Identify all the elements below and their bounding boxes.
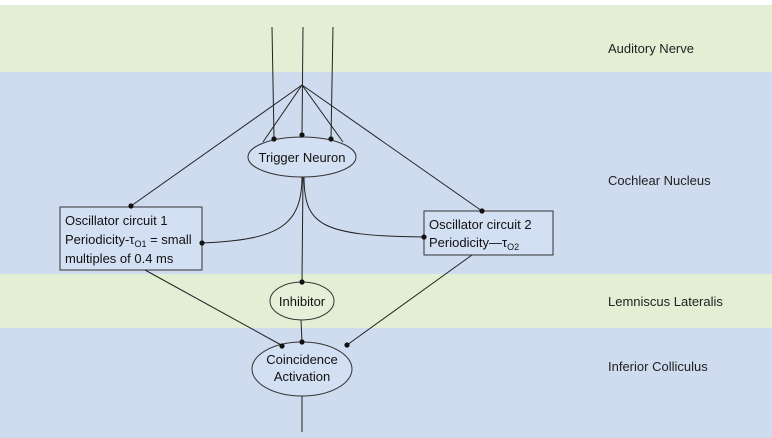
synapse-dot-inhibitor-top	[299, 279, 305, 285]
osc2-line2-sub: O2	[507, 242, 519, 252]
osc2-line1: Oscillator circuit 2	[429, 217, 532, 232]
oscillator-circuit-2-node	[423, 210, 554, 256]
coincidence-line1: Coincidence	[266, 352, 338, 367]
osc1-line2-sub: O1	[134, 239, 146, 249]
osc2-line2-prefix: Periodicity—τ	[429, 235, 508, 250]
band-label-inferior-colliculus: Inferior Colliculus	[608, 359, 708, 374]
band-inferior-colliculus	[0, 328, 772, 438]
osc1-line2-suffix: = small	[146, 232, 191, 247]
synapse-dot-osc2-top	[479, 208, 485, 214]
trigger-to-osc2-curve	[303, 175, 425, 238]
branch-to-osc1	[130, 84, 303, 207]
osc2-line2: Periodicity—τO2	[429, 235, 519, 252]
osc1-line3: multiples of 0.4 ms	[65, 251, 174, 266]
synapse-dot-osc1-right	[199, 240, 205, 246]
trigger-to-osc1-curve	[201, 175, 303, 244]
branch-to-osc2	[301, 84, 483, 212]
band-label-lemniscus-lateralis: Lemniscus Lateralis	[608, 294, 723, 309]
band-auditory-nerve	[0, 5, 772, 72]
band-label-auditory-nerve: Auditory Nerve	[608, 41, 694, 56]
trigger-neuron-label: Trigger Neuron	[259, 150, 346, 165]
nerve-fiber-right	[330, 26, 334, 139]
branch-to-trigger-right	[301, 84, 344, 143]
osc1-line1: Oscillator circuit 1	[65, 213, 168, 228]
osc1-line2: Periodicity-τO1 = small	[65, 232, 192, 249]
synapse-dot-osc1-top	[128, 203, 134, 209]
band-label-cochlear-nucleus: Cochlear Nucleus	[608, 173, 711, 188]
band-lemniscus-lateralis	[0, 274, 772, 328]
synapse-dot-coincidence-right	[344, 342, 350, 348]
coincidence-line2: Activation	[274, 369, 330, 384]
nerve-fiber-left	[271, 26, 275, 139]
inhibitor-label: Inhibitor	[279, 294, 326, 309]
inhibitor-to-coincidence	[300, 319, 303, 343]
synapse-dot-coincidence-top	[299, 339, 305, 345]
synapse-dot-osc2-left	[421, 234, 427, 240]
synapse-dot-coincidence-left	[279, 343, 285, 349]
oscillator-circuit-1-node	[59, 206, 203, 271]
synapse-dot-trigger-right	[328, 136, 334, 142]
synapse-dot-trigger-left	[271, 136, 277, 142]
osc2-to-coincidence	[346, 254, 473, 346]
osc1-to-coincidence	[144, 269, 284, 347]
branch-to-trigger-left	[262, 84, 303, 143]
nerve-fiber-middle	[301, 26, 304, 135]
osc1-line2-prefix: Periodicity-τ	[65, 232, 135, 247]
trigger-to-inhibitor	[301, 175, 304, 283]
synapse-dot-trigger-middle	[299, 132, 305, 138]
